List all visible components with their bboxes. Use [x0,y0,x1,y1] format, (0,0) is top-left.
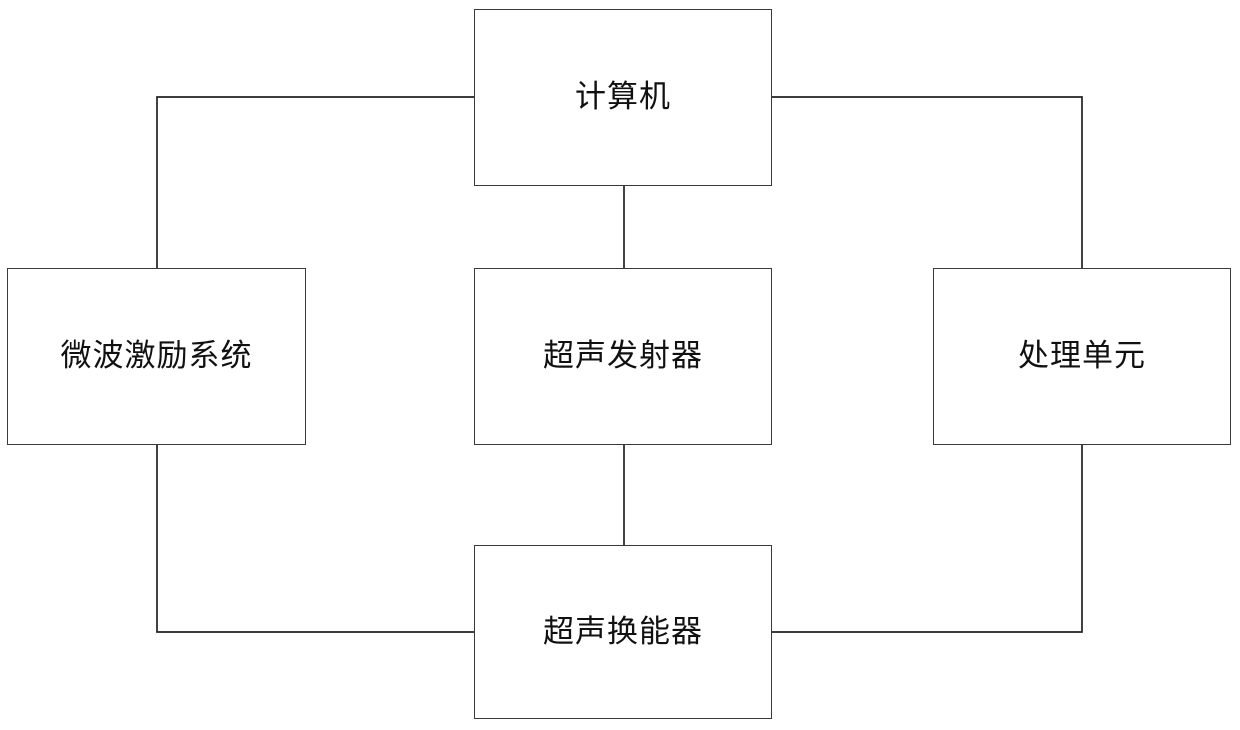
node-microwave-excitation-system[interactable]: 微波激励系统 [7,268,306,445]
node-processing-unit[interactable]: 处理单元 [933,268,1231,445]
node-ultrasonic-transmitter-label: 超声发射器 [543,338,703,375]
node-microwave-excitation-system-label: 微波激励系统 [60,338,253,375]
node-computer-label: 计算机 [575,79,671,116]
node-processing-unit-label: 处理单元 [1018,338,1146,375]
connector-computer-to-microwave [156,96,474,268]
node-ultrasonic-transducer[interactable]: 超声换能器 [474,545,772,719]
connector-transducer-to-processing [772,445,1083,633]
node-ultrasonic-transducer-label: 超声换能器 [543,613,703,650]
node-ultrasonic-transmitter[interactable]: 超声发射器 [474,268,772,445]
connector-microwave-to-transducer [156,445,474,633]
node-computer[interactable]: 计算机 [474,9,772,186]
connector-computer-to-processing [772,96,1083,268]
